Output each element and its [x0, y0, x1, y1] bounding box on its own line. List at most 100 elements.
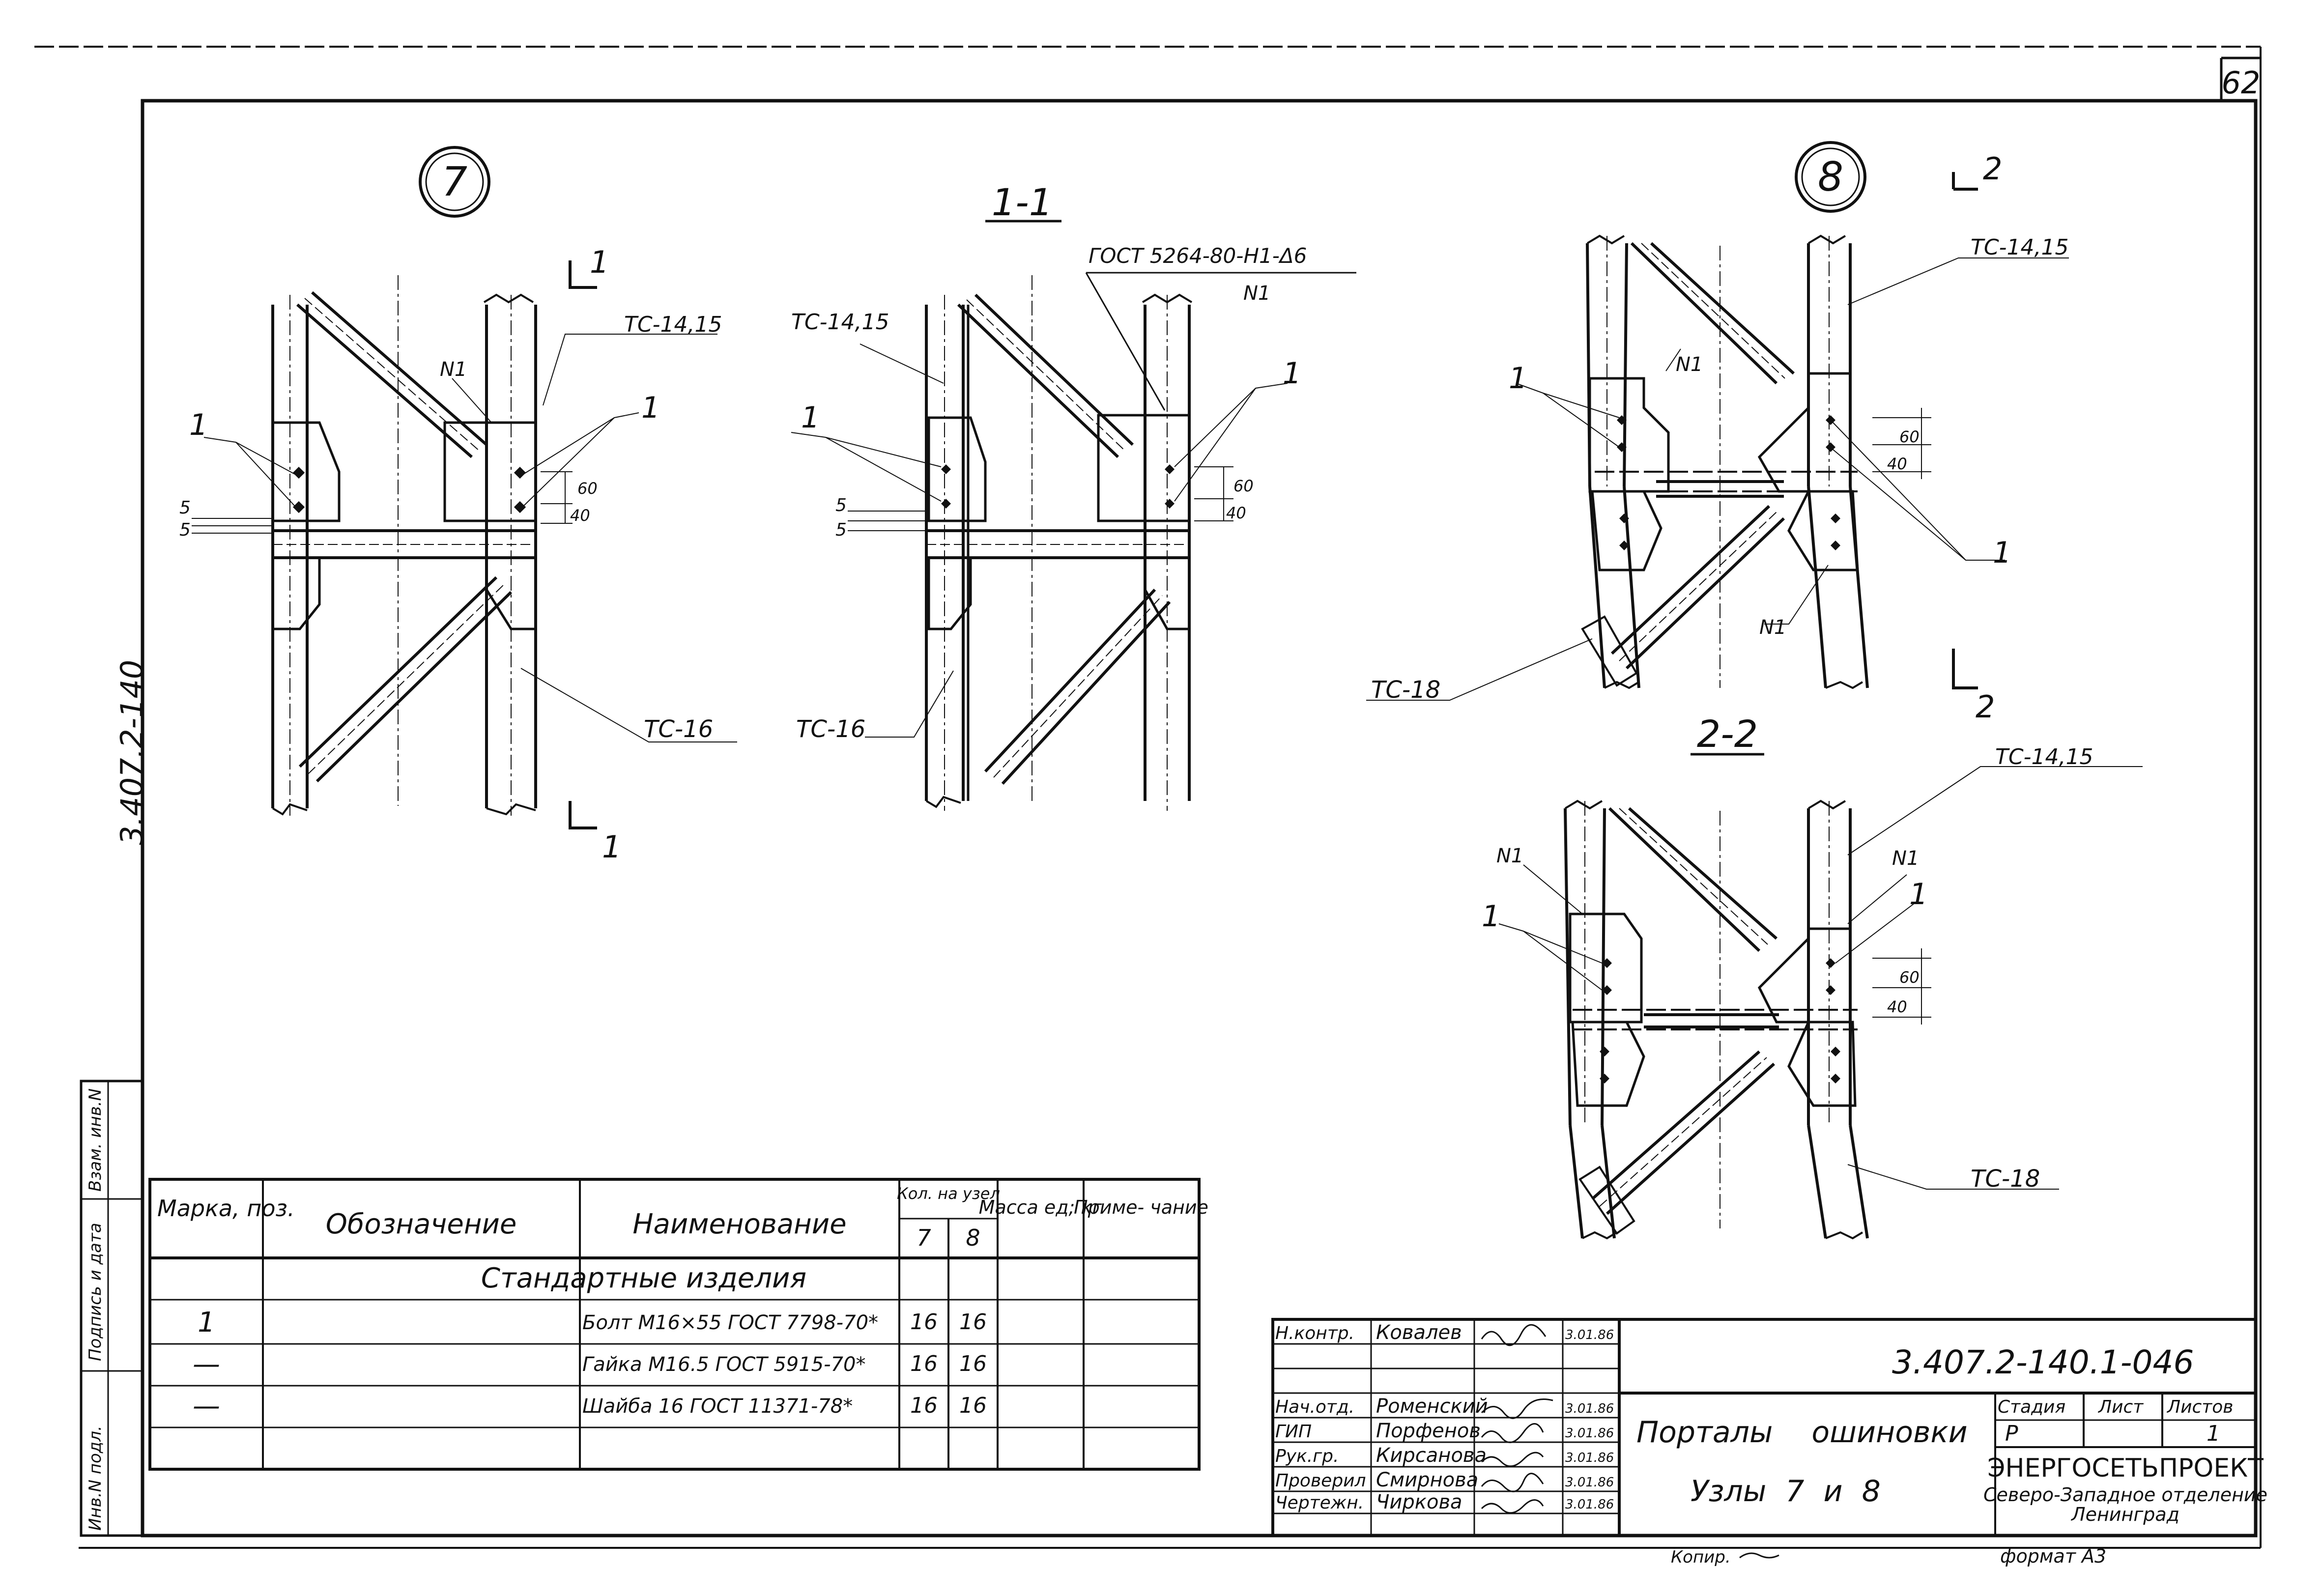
section-1-1-tc16: ТС-16 [796, 715, 865, 743]
title-sheet-label: Лист [2097, 1397, 2144, 1417]
title-role-row: ГИП Порфенов 3.01.86 [1275, 1420, 1614, 1442]
strip-sign-date: Подпись и дата [86, 1223, 105, 1361]
node-7-dim-60: 60 [577, 479, 598, 498]
title-role: Н.контр. [1275, 1323, 1354, 1343]
section-2-2-pos1-left: 1 [1482, 899, 1500, 934]
spec-header-name: Наименование [632, 1208, 846, 1240]
section-2-2-dim-60: 60 [1899, 968, 1920, 987]
node-8-drawing [1366, 141, 2069, 701]
side-drawing-code: 3.407.2-140 [114, 660, 150, 845]
node-8-dim-40: 40 [1887, 455, 1907, 473]
section-2-2-n1-right: N1 [1892, 847, 1919, 870]
section-2-2-tc18: ТС-18 [1971, 1165, 2040, 1193]
title-name-line2: Узлы 7 и 8 [1691, 1474, 1881, 1509]
title-org-branch: Северо-Западное отделение [1983, 1484, 2267, 1506]
node-7-pos1-left: 1 [189, 408, 208, 442]
node-7-dim-40: 40 [570, 506, 590, 525]
title-stage-label: Стадия [1998, 1397, 2065, 1417]
spec-row-q8: 16 [959, 1310, 987, 1335]
title-role-row: Нач.отд. Роменский 3.01.86 [1275, 1395, 1614, 1418]
specification-table-grid [148, 1178, 1201, 1471]
spec-header-note: Приме- чание [1074, 1197, 1208, 1218]
title-sheet-value: 1 [2207, 1421, 2220, 1446]
title-role: Рук.гр. [1275, 1446, 1339, 1466]
title-date: 3.01.86 [1565, 1451, 1614, 1465]
spec-row-name: Гайка М16.5 ГОСТ 5915-70* [582, 1353, 865, 1376]
node-8-tc1415: ТС-14,15 [1971, 235, 2068, 260]
section-1-1-dim-40: 40 [1226, 504, 1246, 522]
spec-header-qty7: 7 [917, 1225, 931, 1251]
spec-row-mark: — [193, 1348, 220, 1380]
node-8-pos1-right: 1 [1993, 536, 2011, 570]
strip-inv-orig: Инв.N подл. [86, 1425, 105, 1531]
strip-inv-repl: Взам. инв.N [86, 1088, 105, 1192]
title-role-row: Чертежн. Чиркова 3.01.86 [1275, 1491, 1614, 1513]
node-7-number: 7 [442, 159, 467, 205]
title-org-city: Ленинград [2070, 1504, 2179, 1525]
node-8-n1-bottom: N1 [1759, 616, 1786, 639]
title-role: ГИП [1275, 1422, 1312, 1442]
spec-row: — Шайба 16 ГОСТ 11371-78* 16 16 [193, 1390, 987, 1422]
title-role: Проверил [1275, 1471, 1366, 1491]
title-sheets-label: Листов [2166, 1397, 2233, 1417]
spec-row-mark: — [193, 1390, 220, 1422]
title-copied-label: Копир. [1671, 1547, 1731, 1567]
node-8-cut-bottom: 2 [1976, 689, 1995, 725]
section-2-2-tc1415: ТС-14,15 [1995, 744, 2093, 770]
title-person: Чиркова [1376, 1491, 1462, 1513]
title-date: 3.01.86 [1565, 1475, 1614, 1490]
section-1-1-pos1-right: 1 [1283, 356, 1301, 391]
node-7-dim-5b: 5 [179, 498, 191, 518]
spec-row-name: Шайба 16 ГОСТ 11371-78* [582, 1395, 853, 1418]
node-7-n1: N1 [440, 358, 467, 381]
spec-header-qty: Кол. на узел [897, 1184, 1000, 1203]
title-date: 3.01.86 [1565, 1426, 1614, 1441]
title-role-row: Н.контр. Ковалев 3.01.86 [1275, 1321, 1614, 1344]
title-person: Смирнова [1376, 1469, 1478, 1491]
node-7-tc1415: ТС-14,15 [624, 312, 722, 337]
node-8-number: 8 [1818, 154, 1843, 200]
section-1-1-title: 1-1 [992, 180, 1053, 224]
section-1-1-drawing [791, 220, 1356, 811]
title-date: 3.01.86 [1565, 1328, 1614, 1342]
spec-row-q7: 16 [910, 1351, 938, 1376]
title-org-name: ЭНЕРГОСЕТЬПРОЕКТ [1987, 1454, 2264, 1483]
spec-header-qty8: 8 [966, 1225, 980, 1251]
spec-header-mass: Масса ед; кг [979, 1197, 1103, 1218]
title-date: 3.01.86 [1565, 1401, 1614, 1416]
sheet-number: 62 [2222, 65, 2261, 101]
sheet-frame [34, 46, 2262, 1549]
title-person: Роменский [1376, 1395, 1488, 1418]
title-date: 3.01.86 [1565, 1497, 1614, 1512]
title-block-grid [1271, 1318, 2257, 1537]
title-stage-value: Р [2005, 1421, 2018, 1446]
spec-row: 1 Болт М16×55 ГОСТ 7798-70* 16 16 [198, 1307, 987, 1339]
title-role-row: Рук.гр. Кирсанова 3.01.86 [1275, 1444, 1614, 1467]
node-7-pos1-right: 1 [641, 391, 660, 425]
spec-row-q8: 16 [959, 1351, 987, 1376]
section-1-1-pos1-left: 1 [801, 400, 820, 435]
title-name-line1: Порталы ошиновки [1636, 1415, 1968, 1450]
node-8-cut-top: 2 [1983, 151, 2002, 187]
section-1-1-dim-60: 60 [1233, 477, 1254, 495]
node-8-tc18: ТС-18 [1371, 676, 1440, 704]
title-drawing-code: 3.407.2-140.1-046 [1892, 1343, 2194, 1381]
spec-header-designation: Обозначение [326, 1208, 517, 1240]
spec-row: — Гайка М16.5 ГОСТ 5915-70* 16 16 [193, 1348, 987, 1380]
title-role: Чертежн. [1275, 1493, 1364, 1513]
spec-row-mark: 1 [198, 1307, 215, 1339]
title-role: Нач.отд. [1275, 1397, 1354, 1417]
spec-row-q7: 16 [910, 1393, 938, 1418]
section-2-2-dim-40: 40 [1887, 998, 1907, 1016]
node-8-pos1-left: 1 [1509, 361, 1527, 396]
title-format: формат А3 [2000, 1545, 2106, 1567]
section-1-1-dim-5b: 5 [835, 495, 847, 515]
node-7-cut-bottom: 1 [602, 829, 621, 865]
section-2-2-n1-left: N1 [1496, 845, 1523, 867]
section-1-1-dim-5a: 5 [835, 520, 847, 540]
section-2-2-drawing [1498, 753, 2143, 1240]
section-1-1-weld: N1 [1243, 282, 1270, 305]
spec-row-q8: 16 [959, 1393, 987, 1418]
spec-header-mark: Марка, поз. [157, 1195, 295, 1222]
